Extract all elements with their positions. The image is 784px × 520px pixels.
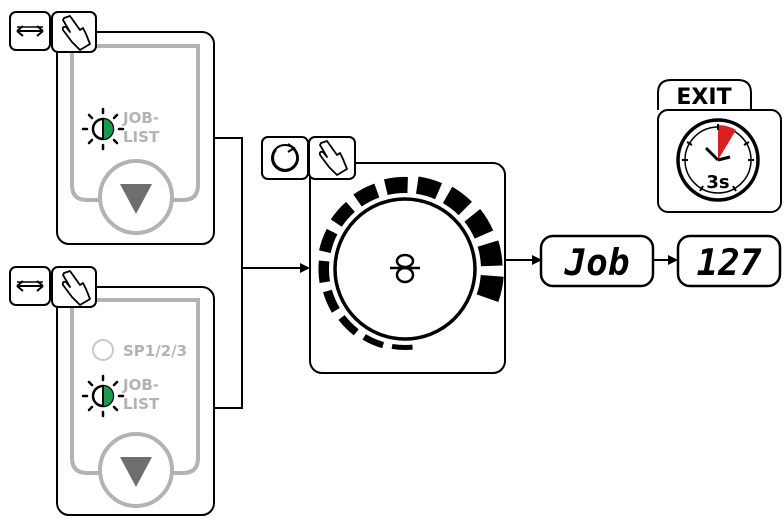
job-list-label-line2: LIST [123, 128, 160, 146]
hand-press-icon [51, 266, 97, 308]
job-list-led-icon [81, 107, 125, 151]
knob-scale-segment [383, 176, 408, 196]
left-right-arrow-icon [9, 11, 51, 51]
display-job-text: Job [563, 243, 629, 284]
panel-frame-right [72, 44, 200, 202]
rotate-icon [261, 136, 309, 180]
knob-scale-segment [319, 228, 338, 253]
panel-frame-left [70, 300, 99, 475]
timer-clock-icon: 3s [676, 118, 760, 202]
knob-scale-segment [416, 176, 443, 200]
job-list-label-line2: LIST [123, 395, 160, 413]
down-arrow-button[interactable] [98, 159, 174, 235]
display-number: 127 [676, 234, 782, 288]
knob-scale-segment [353, 183, 380, 207]
knob-scale-segment [477, 240, 503, 267]
panel-frame-right [72, 298, 200, 475]
down-triangle-icon [120, 457, 152, 487]
bottom-control-panel: SP1/2/3 JOB- LIST [9, 266, 215, 516]
knob-scale-segment [442, 186, 472, 216]
top-control-panel: JOB- LIST [9, 11, 215, 245]
job-list-label-line1: JOB- [122, 376, 159, 394]
exit-timer-box: EXIT 3s [657, 79, 782, 213]
knob-scale-segment [476, 274, 504, 303]
display-number-text: 127 [696, 243, 761, 284]
knob-panel [261, 136, 506, 374]
knob-scale-segment [391, 343, 413, 350]
encoder-symbol-icon [390, 253, 420, 284]
knob-scale-segment [330, 201, 355, 227]
down-arrow-button[interactable] [98, 432, 174, 508]
exit-label: EXIT [676, 85, 731, 110]
knob-scale-segment [338, 315, 359, 336]
left-right-arrow-icon [9, 266, 51, 306]
hand-turn-icon [308, 136, 356, 180]
timer-seconds: 3s [706, 172, 729, 193]
sp-label: SP1/2/3 [123, 342, 187, 360]
hand-press-icon [51, 11, 97, 53]
display-job: Job [539, 234, 655, 288]
job-list-led-icon [81, 374, 125, 418]
job-list-label-line1: JOB- [122, 109, 159, 127]
knob-scale [318, 176, 504, 350]
panel-frame-left [70, 46, 99, 202]
connector-lines [214, 137, 678, 409]
knob-scale-segment [362, 334, 385, 349]
knob-scale-segment [323, 289, 340, 313]
knob-scale-segment [318, 260, 331, 284]
down-triangle-icon [120, 184, 152, 214]
sp-led-icon [92, 339, 114, 361]
knob-scale-segment [464, 208, 494, 239]
